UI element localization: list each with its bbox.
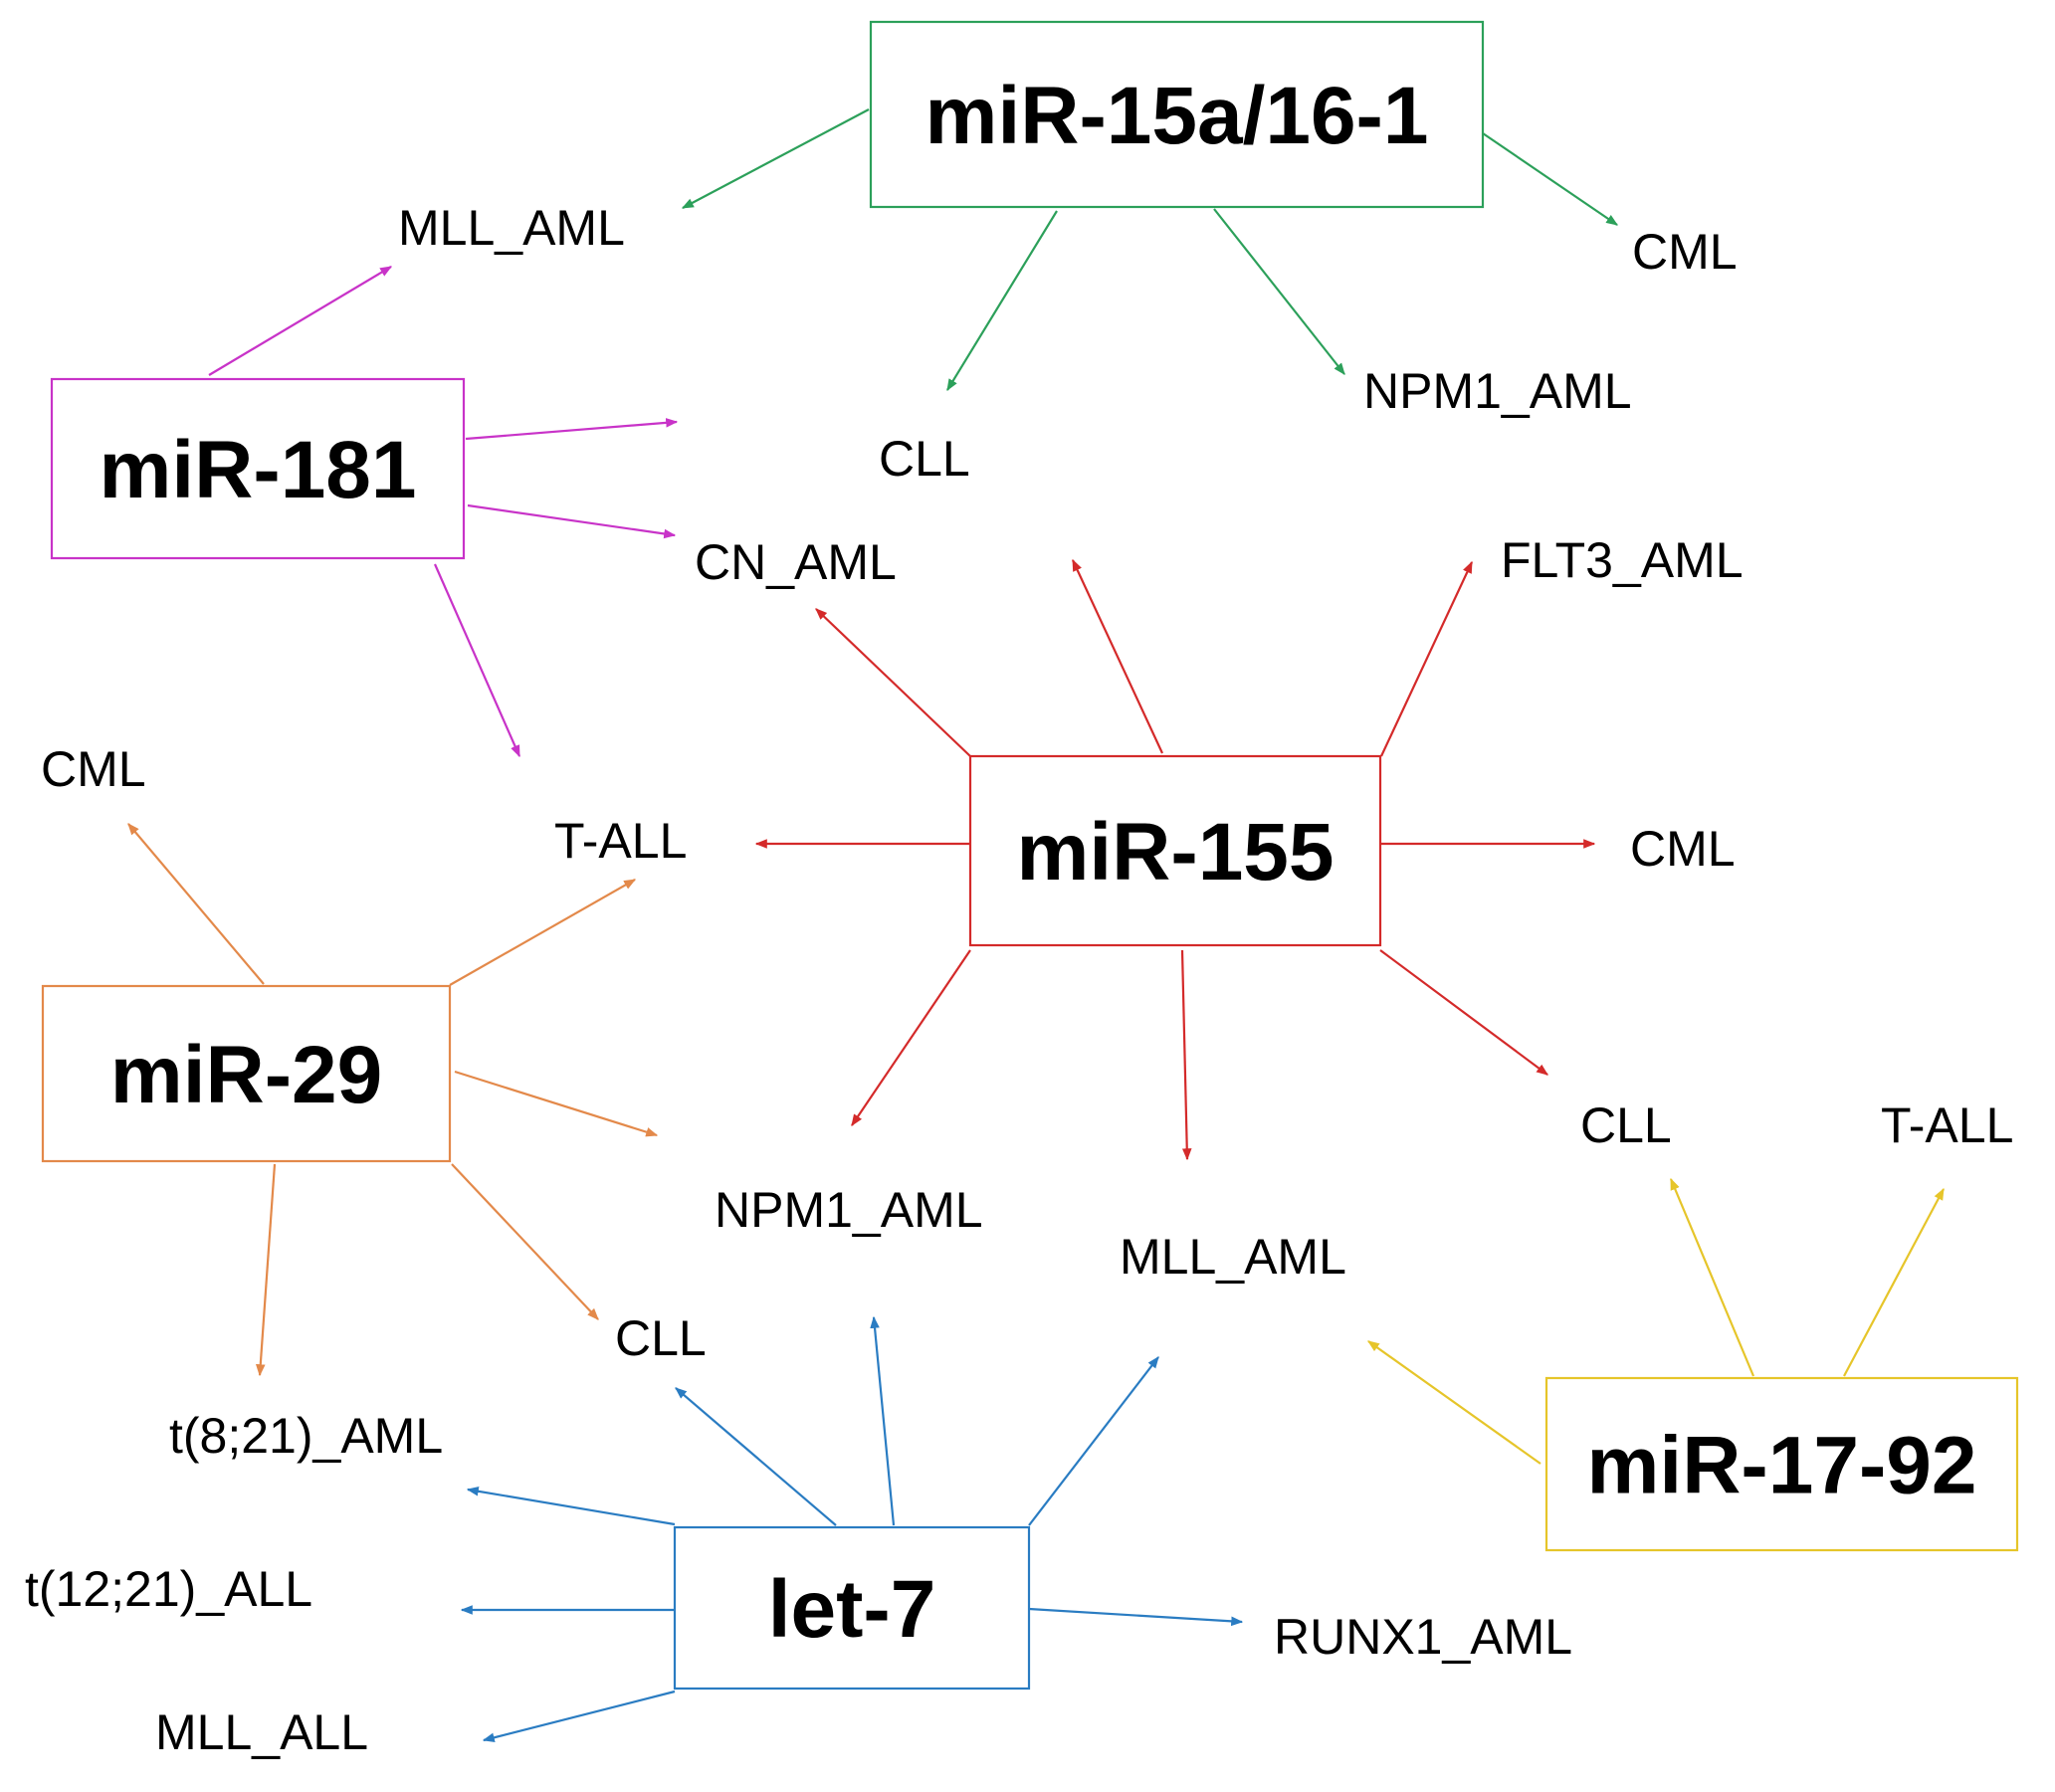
node-box-let7 <box>673 1525 1031 1691</box>
node-mir155: miR-155 <box>968 754 1382 947</box>
node-box-mir29 <box>41 984 452 1163</box>
target-label-cll-3: CLL <box>615 1310 707 1366</box>
target-label-mll-aml-1: MLL_AML <box>398 200 625 256</box>
node-label-mir181: miR-181 <box>99 425 416 515</box>
arrow-let7-to-cll_3 <box>675 1387 837 1526</box>
target-label-cml-1: CML <box>1632 224 1738 280</box>
arrow-let7-to-runx1_aml <box>1028 1607 1244 1627</box>
arrow-mir29-to-t_all_1 <box>449 879 637 986</box>
target-label-mll-aml-2: MLL_AML <box>1120 1229 1346 1285</box>
node-mir15: miR-15a/16-1 <box>869 20 1485 209</box>
mirna-nodes: miR-15a/16-1 miR-181 miR-155 miR-29 let-7 miR… <box>41 20 2019 1691</box>
target-label-flt3-aml: FLT3_AML <box>1501 532 1744 588</box>
arrow-mir15-to-mll_aml_1 <box>681 108 870 209</box>
arrow-mir29-to-cml_3 <box>127 823 265 985</box>
arrow-mir15-to-cml_1 <box>1482 132 1618 226</box>
target-label-cml-2: CML <box>1630 821 1736 877</box>
arrow-let7-to-npm1_aml_2 <box>870 1315 896 1526</box>
node-box-mir1792 <box>1544 1376 2019 1552</box>
arrow-let7-to-t821_aml <box>466 1487 676 1526</box>
arrow-mir1792-to-t_all_2 <box>1843 1187 1945 1377</box>
target-label-cn-aml: CN_AML <box>695 534 897 590</box>
node-mir181: miR-181 <box>50 377 466 560</box>
target-label-t-all-1: T-ALL <box>554 813 687 869</box>
node-label-let7: let-7 <box>768 1564 936 1655</box>
node-box-mir181 <box>50 377 466 560</box>
arrow-mir155-to-cll_2 <box>1379 949 1548 1076</box>
node-mir29: miR-29 <box>41 984 452 1163</box>
node-label-mir29: miR-29 <box>110 1030 382 1120</box>
node-label-mir1792: miR-17-92 <box>1587 1421 1977 1511</box>
arrow-mir15-to-npm1_aml_1 <box>1213 208 1345 375</box>
arrow-mir181-to-mll_aml_1 <box>208 266 393 376</box>
target-label-npm1-aml-1: NPM1_AML <box>1363 363 1632 419</box>
target-label-npm1-aml-2: NPM1_AML <box>715 1182 983 1238</box>
arrow-mir29-to-npm1_aml_2 <box>454 1070 659 1137</box>
target-labels: MLL_AML CML NPM1_AML CLL CN_AML FLT3_AML CML T-… <box>25 200 2013 1760</box>
arrow-let7-to-mll_all <box>482 1690 676 1742</box>
arrow-mir1792-to-mll_aml_2 <box>1367 1340 1541 1465</box>
target-label-runx1-aml: RUNX1_AML <box>1274 1609 1572 1665</box>
arrow-mir155-to-mll_aml_2 <box>1180 949 1192 1161</box>
target-label-t-all-2: T-ALL <box>1881 1097 2013 1153</box>
target-label-cml-3: CML <box>41 741 146 797</box>
arrow-mir1792-to-cll_2 <box>1669 1177 1755 1377</box>
arrow-mir181-to-cn_aml <box>467 503 677 539</box>
target-label-t821-aml: t(8;21)_AML <box>169 1408 443 1464</box>
target-label-t1221-all: t(12;21)_ALL <box>25 1561 312 1617</box>
arrow-mir155-to-npm1_aml_2 <box>851 949 971 1126</box>
arrow-mir181-to-t_all_1 <box>433 563 521 758</box>
arrow-mir155-to-flt3_aml <box>1380 560 1473 757</box>
arrow-mir155-to-cn_aml <box>815 608 971 757</box>
node-label-mir15: miR-15a/16-1 <box>925 71 1429 161</box>
target-label-cll-1: CLL <box>879 431 970 487</box>
target-label-mll-all: MLL_ALL <box>155 1704 368 1760</box>
edges <box>127 108 1945 1742</box>
node-mir1792: miR-17-92 <box>1544 1376 2019 1552</box>
arrow-mir15-to-cll_1 <box>946 210 1058 392</box>
target-label-cll-2: CLL <box>1580 1097 1672 1153</box>
arrow-let7-to-mll_aml_2 <box>1028 1356 1159 1526</box>
node-box-mir155 <box>968 754 1382 947</box>
arrow-mir29-to-t821_aml <box>255 1163 277 1377</box>
arrow-mir155-to-cll_1 <box>1072 558 1163 754</box>
node-box-mir15 <box>869 20 1485 209</box>
arrow-mir29-to-cll_3 <box>451 1163 599 1320</box>
arrow-mir181-to-cll_1 <box>465 418 679 441</box>
node-let7: let-7 <box>673 1525 1031 1691</box>
node-label-mir155: miR-155 <box>1016 807 1334 897</box>
